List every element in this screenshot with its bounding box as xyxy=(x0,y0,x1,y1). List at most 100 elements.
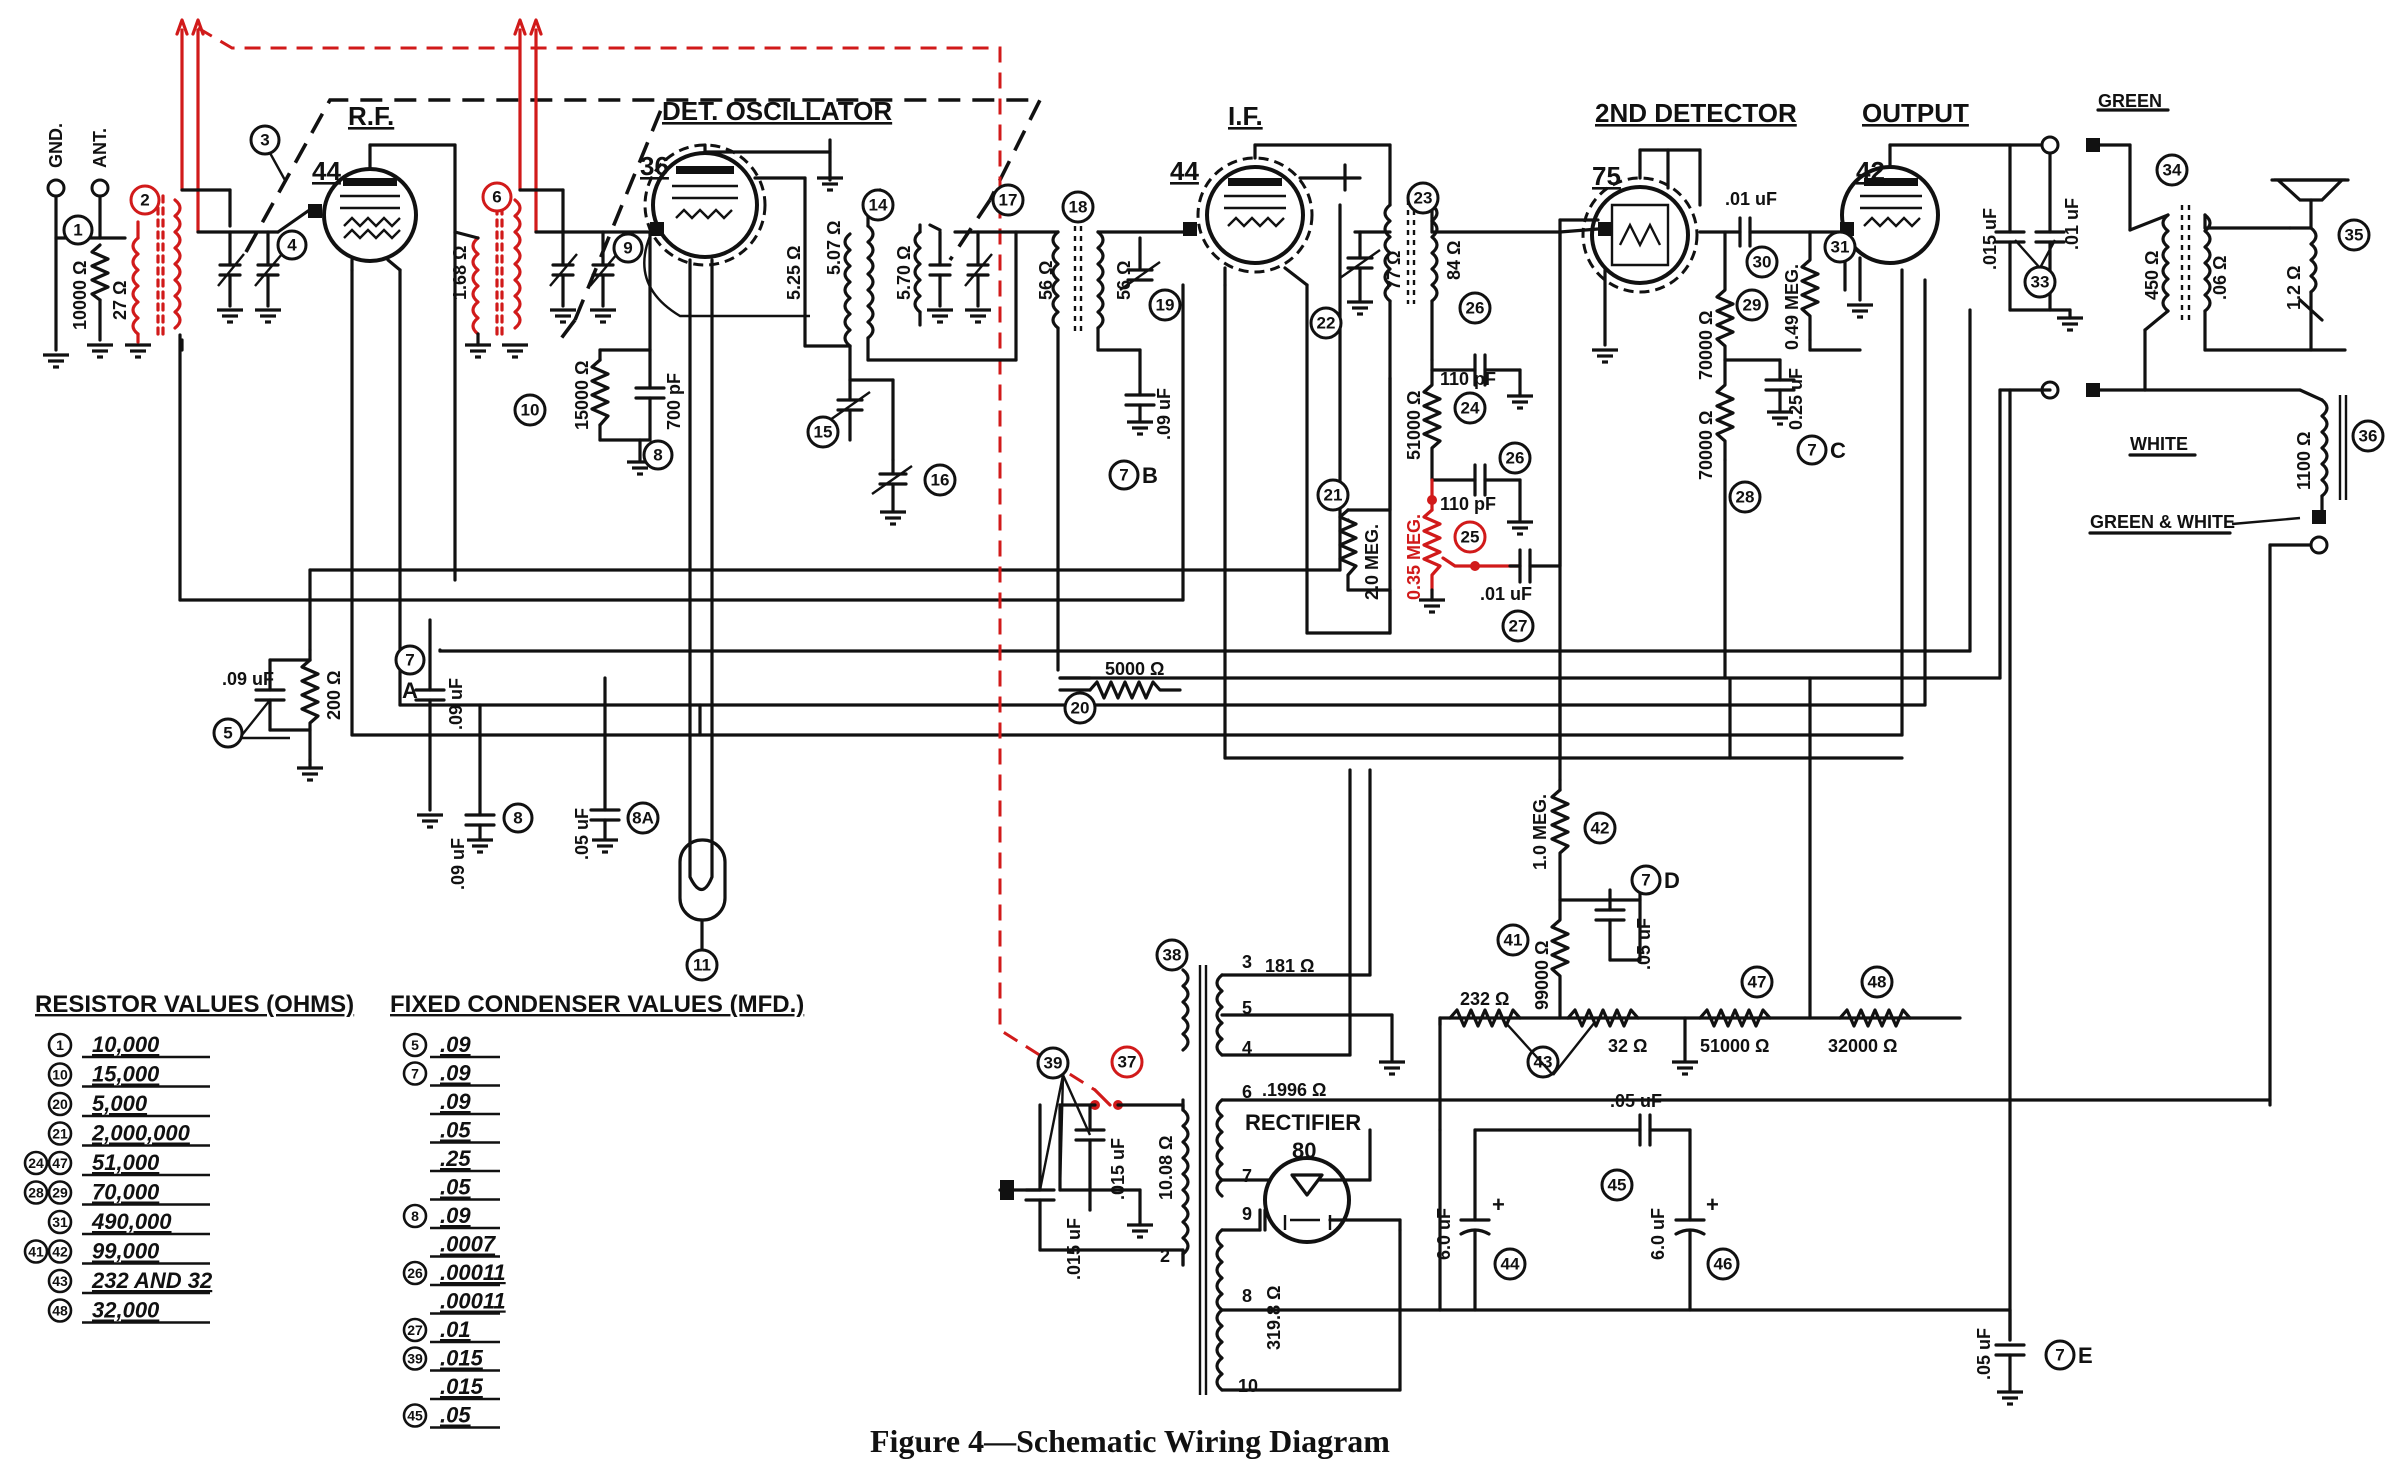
condenser-table-value: .05 xyxy=(440,1118,471,1143)
second-detector-tube: 2ND DETECTOR 75 xyxy=(1558,98,1797,782)
if-stage-label: I.F. xyxy=(1228,101,1263,131)
resistor-table-value: 5,000 xyxy=(92,1091,148,1116)
resistor-table-key: 29 xyxy=(47,1180,73,1205)
svg-text:8A: 8A xyxy=(632,809,654,828)
resistor-table-key: 31 xyxy=(47,1209,73,1235)
r21-value: 2.0 MEG. xyxy=(1362,524,1382,600)
output-power-lead xyxy=(1998,388,2052,1342)
t38-primary-value: 10.08 Ω xyxy=(1156,1136,1176,1200)
c15-c16-network xyxy=(829,378,913,526)
rf-tube-type: 44 xyxy=(312,156,341,186)
resistor-table-value: 2,000,000 xyxy=(91,1121,191,1146)
r25-potentiometer xyxy=(1422,508,1442,592)
r43a-value: 232 Ω xyxy=(1460,989,1509,1009)
callout-4: 4 xyxy=(276,229,308,261)
resistor-table-key: 43 xyxy=(47,1268,73,1294)
c44-plus: + xyxy=(1492,1192,1505,1217)
if-transformer-23: 77 Ω 84 Ω xyxy=(1339,200,1562,380)
osc-trimmer-capacitors xyxy=(548,188,618,324)
condenser-table-key: 8 xyxy=(402,1203,428,1229)
r29-value: 70000 Ω xyxy=(1696,311,1716,381)
callout-leaders xyxy=(241,152,2057,1191)
svg-text:25: 25 xyxy=(1461,528,1480,547)
condenser-table-key: 26 xyxy=(402,1260,428,1286)
callout-26b: 26 xyxy=(1498,441,1532,475)
c46-value: 6.0 uF xyxy=(1648,1208,1668,1260)
c8a-value: .05 uF xyxy=(572,808,592,860)
condenser-table-row: .0007 xyxy=(430,1232,500,1258)
c8-700pf-value: 700 pF xyxy=(664,373,684,430)
svg-text:6: 6 xyxy=(492,188,501,207)
resistor-table-heading: RESISTOR VALUES (OHMS) xyxy=(35,991,354,1018)
svg-text:27: 27 xyxy=(1509,617,1528,636)
svg-text:20: 20 xyxy=(52,1096,68,1112)
callout-36: 36 xyxy=(2351,419,2385,453)
if-56a-value: 56 Ω xyxy=(1036,261,1056,300)
callout-48: 48 xyxy=(1860,965,1894,999)
callout-8b: 8 xyxy=(642,439,674,471)
c46-plus: + xyxy=(1706,1192,1719,1217)
callout-41: 41 xyxy=(1496,923,1530,957)
svg-text:44: 44 xyxy=(1501,1255,1520,1274)
resistor-table-value: 32,000 xyxy=(92,1298,160,1323)
svg-text:21: 21 xyxy=(52,1126,68,1142)
condenser-table-key: 39 xyxy=(402,1346,428,1371)
svg-text:39: 39 xyxy=(407,1351,423,1367)
callout-38: 38 xyxy=(1155,938,1189,972)
callout-28: 28 xyxy=(1728,480,1762,514)
c45-value: .05 uF xyxy=(1610,1091,1662,1111)
svg-text:26: 26 xyxy=(1506,449,1525,468)
svg-text:16: 16 xyxy=(931,471,950,490)
c27-value: .01 uF xyxy=(1480,584,1532,604)
condenser-table-row: 27.01 xyxy=(402,1317,500,1344)
c7e-value: .05 uF xyxy=(1974,1328,1994,1380)
output-coupling-network: .01 uF 70000 Ω 0.25 uF 70000 Ω 0.49 MEG. xyxy=(1696,189,1862,680)
oscillator-coils: 5.07 Ω 5.70 Ω xyxy=(803,188,1018,462)
resistor-table-value: 51,000 xyxy=(92,1150,160,1175)
callout-33: 33 xyxy=(2023,265,2057,299)
r43b-resistor xyxy=(1566,1008,1640,1028)
svg-text:29: 29 xyxy=(1743,296,1762,315)
detector-load-network: 110 pF 51000 Ω 110 pF 0.35 MEG. .01 uF xyxy=(1404,230,1562,614)
resistor-table-key: 24 xyxy=(23,1150,49,1176)
svg-text:31: 31 xyxy=(52,1214,68,1230)
condenser-table-row: 5.09 xyxy=(402,1032,500,1059)
condenser-table-row: 8.09 xyxy=(402,1203,500,1230)
condenser-table-row: .09 xyxy=(430,1089,500,1116)
svg-text:22: 22 xyxy=(1317,314,1336,333)
svg-text:15: 15 xyxy=(814,423,833,442)
svg-text:4: 4 xyxy=(287,236,297,255)
condenser-table-row: .05 xyxy=(430,1175,500,1201)
second-det-tube-type: 75 xyxy=(1592,161,1621,191)
svg-text:10: 10 xyxy=(521,401,540,420)
callout-30: 30 xyxy=(1745,245,1779,279)
svg-text:5: 5 xyxy=(223,724,232,743)
callout-18: 18 xyxy=(1061,190,1095,224)
svg-text:5: 5 xyxy=(411,1037,419,1053)
svg-text:7: 7 xyxy=(2055,1346,2064,1365)
callout-44: 44 xyxy=(1493,1247,1527,1281)
hv-divider-network: 1.0 MEG. .05 uF 99000 Ω 232 Ω 32 Ω 51000… xyxy=(1438,676,1962,1312)
svg-text:48: 48 xyxy=(52,1303,68,1319)
svg-text:7: 7 xyxy=(405,651,414,670)
svg-text:7: 7 xyxy=(411,1066,419,1082)
svg-text:33: 33 xyxy=(2031,273,2050,292)
svg-text:19: 19 xyxy=(1156,296,1175,315)
filter-capacitors: .05 uF + 6.0 uF + 6.0 uF .05 uF xyxy=(1434,1091,2026,1406)
svg-text:24: 24 xyxy=(28,1155,44,1171)
resistor-table-value: 490,000 xyxy=(91,1209,172,1234)
condenser-table-key: 27 xyxy=(402,1317,428,1343)
rf-trimmer-capacitors xyxy=(215,230,283,324)
resistor-table-key: 41 xyxy=(23,1239,49,1264)
if-transformer-18: 56 Ω 56 Ω .09 uF xyxy=(1014,226,1185,672)
t34-primary-value: 450 Ω xyxy=(2142,251,2162,300)
callout-9: 9 xyxy=(612,232,644,264)
det-osc-tube-type: 36 xyxy=(640,151,669,181)
svg-text:10: 10 xyxy=(52,1067,68,1083)
condenser-table-value: .05 xyxy=(440,1175,471,1200)
callout-42: 42 xyxy=(1583,811,1617,845)
speaker-coil-value: 1.2 Ω xyxy=(2284,266,2304,310)
speaker-connector: GREEN WHITE 450 Ω .06 Ω xyxy=(2040,91,2347,457)
